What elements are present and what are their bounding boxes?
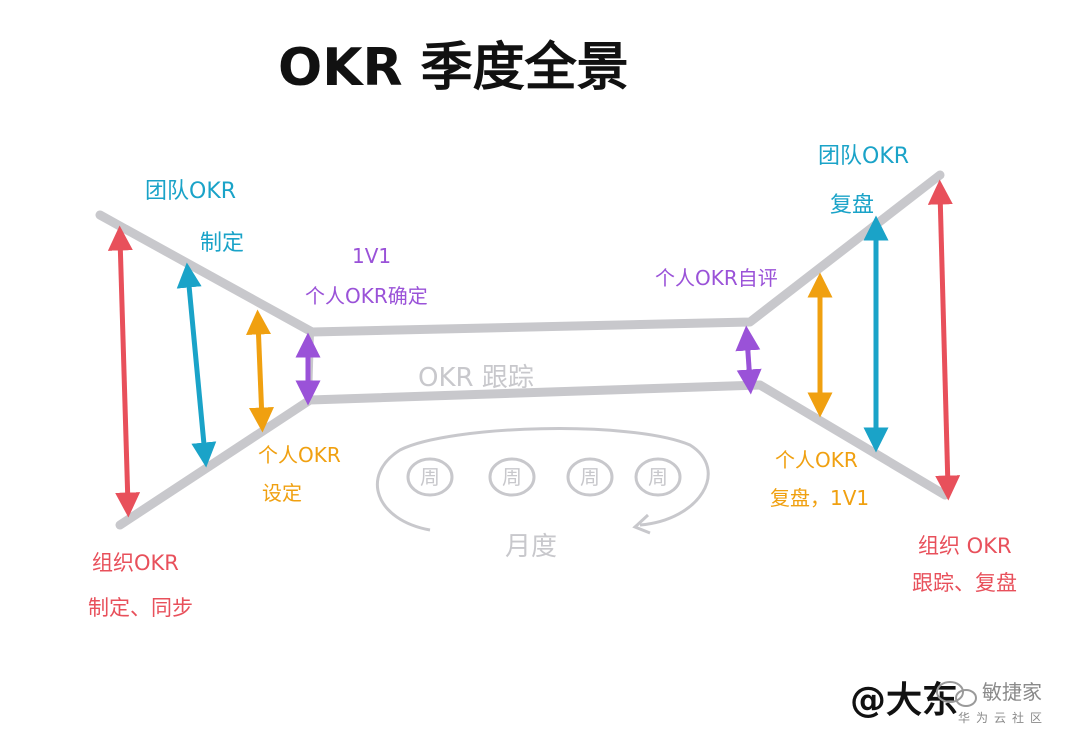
right-individual-okr-sublabel: 复盘，1V1 — [770, 486, 869, 510]
left-team-okr-sublabel: 制定 — [200, 231, 244, 256]
left-individual-okr-label: 个人OKR — [258, 443, 341, 467]
chat-bubble-icon — [936, 681, 977, 707]
left-1v1-label: 1V1 — [352, 244, 391, 268]
left-org-okr-sublabel: 制定、同步 — [88, 596, 193, 620]
okr-tracking-label: OKR 跟踪 — [418, 363, 534, 393]
right-team-okr-sublabel: 复盘 — [830, 193, 874, 218]
week-label-4: 周 — [648, 465, 668, 489]
month-label: 月度 — [505, 532, 557, 562]
org-arrow-right — [927, 179, 961, 501]
week-label-2: 周 — [502, 465, 522, 489]
watermark: 敏捷家 华为云社区 — [936, 680, 1048, 725]
left-individual-confirm-label: 个人OKR确定 — [305, 284, 428, 308]
right-individual-okr-label: 个人OKR — [775, 448, 858, 472]
org-arrow-left — [107, 225, 141, 518]
oneonone-arrow-right — [735, 325, 762, 395]
right-org-okr-sublabel: 跟踪、复盘 — [912, 571, 1017, 595]
right-team-okr-label: 团队OKR — [818, 144, 909, 169]
team-arrow-left — [176, 262, 217, 468]
individual-arrow-left — [246, 309, 274, 433]
watermark-name: 敏捷家 — [982, 680, 1042, 704]
left-org-okr-label: 组织OKR — [92, 551, 179, 575]
week-label-1: 周 — [420, 465, 440, 489]
right-self-eval-label: 个人OKR自评 — [655, 266, 778, 290]
week-circles — [406, 457, 682, 497]
page-title: OKR 季度全景 — [278, 38, 629, 98]
month-cycle-arrowhead — [632, 513, 651, 535]
month-cycle-loop — [375, 427, 710, 532]
watermark-sub: 华为云社区 — [958, 710, 1048, 725]
week-label-3: 周 — [580, 465, 600, 489]
right-org-okr-label: 组织 OKR — [918, 534, 1012, 558]
left-team-okr-label: 团队OKR — [145, 179, 236, 204]
left-individual-okr-sublabel: 设定 — [262, 481, 302, 505]
